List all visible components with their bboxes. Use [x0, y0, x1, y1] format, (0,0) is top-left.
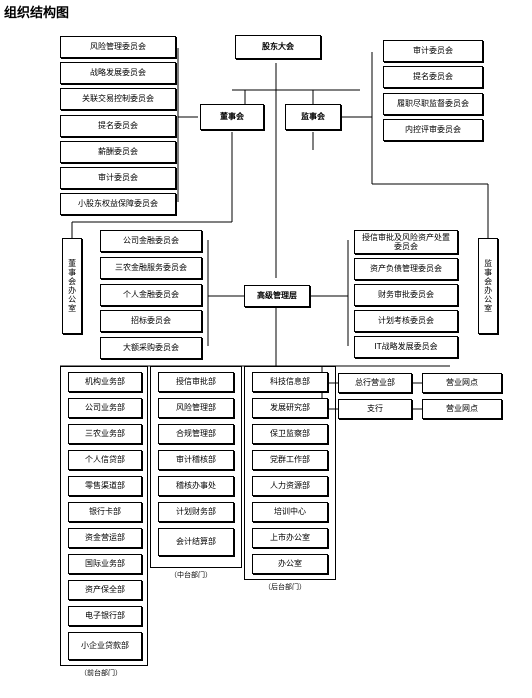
middle-dept: 会计结算部	[158, 528, 234, 556]
front-dept: 国际业务部	[68, 554, 142, 574]
mgmt-committee-left: 个人金融委员会	[100, 284, 202, 306]
senior-mgmt-box: 高级管理层	[244, 285, 310, 307]
middle-dept: 风险管理部	[158, 398, 234, 418]
board-committee: 风险管理委员会	[60, 36, 176, 58]
supervisors-box: 监事会	[285, 104, 341, 130]
front-dept: 个人信贷部	[68, 450, 142, 470]
mgmt-committee-left: 三农金融服务委员会	[100, 257, 202, 279]
front-dept: 公司业务部	[68, 398, 142, 418]
board-committee: 关联交易控制委员会	[60, 88, 176, 110]
mgmt-committee-left: 招标委员会	[100, 310, 202, 332]
supervisor-office-box: 监事会办公室	[478, 238, 498, 334]
middle-dept-caption: （中台部门）	[170, 571, 212, 579]
board-committee: 审计委员会	[60, 167, 176, 189]
front-dept: 机构业务部	[68, 372, 142, 392]
front-dept: 电子银行部	[68, 606, 142, 626]
back-dept: 办公室	[252, 554, 328, 574]
back-dept: 保卫监察部	[252, 424, 328, 444]
supervisor-committee: 提名委员会	[383, 66, 483, 88]
head-branch-box: 总行营业部	[338, 373, 412, 393]
board-committee: 薪酬委员会	[60, 141, 176, 163]
mgmt-committee-right: IT战略发展委员会	[354, 336, 458, 358]
mgmt-committee-right: 资产负债管理委员会	[354, 258, 458, 280]
back-dept-frame	[244, 366, 336, 580]
page-title: 组织结构图	[4, 6, 70, 21]
supervisor-committee: 审计委员会	[383, 40, 483, 62]
front-dept: 银行卡部	[68, 502, 142, 522]
mgmt-committee-right: 授信审批及风险资产处置委员会	[354, 230, 458, 254]
board-office-box: 董事会办公室	[62, 238, 82, 334]
middle-dept: 合规管理部	[158, 424, 234, 444]
outlet-box: 营业网点	[422, 373, 502, 393]
mgmt-committee-right: 计划考核委员会	[354, 310, 458, 332]
sub-branch-box: 支行	[338, 399, 412, 419]
mgmt-committee-left: 大额采购委员会	[100, 337, 202, 359]
shareholders-box: 股东大会	[235, 35, 321, 59]
front-dept: 资金营运部	[68, 528, 142, 548]
back-dept-caption: （后台部门）	[264, 583, 306, 591]
middle-dept: 计划财务部	[158, 502, 234, 522]
middle-dept-frame	[150, 366, 242, 568]
back-dept: 党群工作部	[252, 450, 328, 470]
supervisor-committee: 履职尽职监督委员会	[383, 93, 483, 115]
front-dept: 三农业务部	[68, 424, 142, 444]
board-box: 董事会	[200, 104, 264, 130]
back-dept: 培训中心	[252, 502, 328, 522]
front-dept: 小企业贷款部	[68, 632, 142, 660]
front-dept-frame	[60, 366, 148, 666]
front-dept: 资产保全部	[68, 580, 142, 600]
front-dept: 零售渠道部	[68, 476, 142, 496]
middle-dept: 授信审批部	[158, 372, 234, 392]
mgmt-committee-left: 公司金融委员会	[100, 230, 202, 252]
back-dept: 发展研究部	[252, 398, 328, 418]
back-dept: 人力资源部	[252, 476, 328, 496]
board-committee: 小股东权益保障委员会	[60, 193, 176, 215]
mgmt-committee-right: 财务审批委员会	[354, 284, 458, 306]
supervisor-committee: 内控评审委员会	[383, 119, 483, 141]
back-dept: 上市办公室	[252, 528, 328, 548]
outlet-box: 营业网点	[422, 399, 502, 419]
board-committee: 战略发展委员会	[60, 62, 176, 84]
middle-dept: 审计稽核部	[158, 450, 234, 470]
board-committee: 提名委员会	[60, 115, 176, 137]
back-dept: 科技信息部	[252, 372, 328, 392]
front-dept-caption: （前台部门）	[80, 669, 122, 677]
middle-dept: 稽核办事处	[158, 476, 234, 496]
